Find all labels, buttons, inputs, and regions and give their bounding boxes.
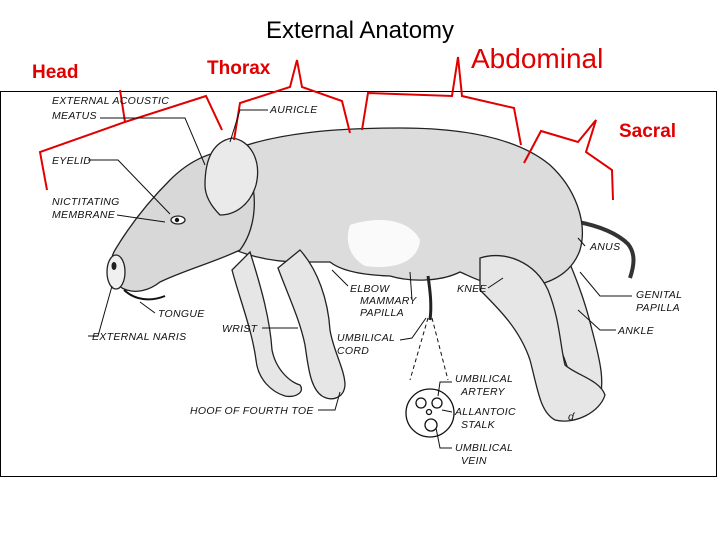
leader-eyelid bbox=[88, 159, 171, 215]
illustrator-signature: ɗ bbox=[568, 411, 576, 423]
leader-elbow bbox=[331, 269, 349, 287]
pig-tail bbox=[577, 220, 636, 279]
leader-tongue bbox=[139, 301, 156, 314]
leader-nictitating bbox=[116, 214, 166, 223]
umbilical-vein bbox=[424, 418, 438, 432]
label-eyelid: EYELID bbox=[52, 155, 91, 167]
label-umb-vein-1: UMBILICAL bbox=[455, 442, 513, 454]
label-umb-artery-2: ARTERY bbox=[460, 386, 506, 398]
leader-dash-right bbox=[431, 317, 449, 381]
pig-illustration bbox=[106, 127, 636, 422]
region-label-thorax: Thorax bbox=[207, 58, 271, 79]
label-ext-acoustic-1: EXTERNAL ACOUSTIC bbox=[52, 95, 169, 107]
leader-genital bbox=[579, 271, 632, 297]
thorax-bracket bbox=[233, 59, 351, 141]
leader-umb-vein bbox=[435, 427, 452, 449]
label-ext-acoustic-2: MEATUS bbox=[52, 110, 97, 122]
label-knee: KNEE bbox=[457, 283, 487, 295]
label-allantoic-1: ALLANTOIC bbox=[454, 406, 516, 418]
region-brackets bbox=[38, 56, 614, 201]
label-external-naris: EXTERNAL NARIS bbox=[92, 331, 186, 343]
pig-ear bbox=[204, 137, 259, 216]
allantoic-stalk bbox=[425, 408, 433, 416]
region-label-abdominal: Abdominal bbox=[471, 43, 604, 74]
umbilical-cross-section bbox=[405, 388, 455, 438]
leader-ext-acoustic bbox=[100, 117, 206, 166]
umbilical-artery-left bbox=[415, 397, 427, 409]
label-auricle: AURICLE bbox=[269, 104, 318, 116]
label-umb-artery-1: UMBILICAL bbox=[455, 373, 513, 385]
label-tongue: TONGUE bbox=[158, 308, 205, 320]
leader-hoof bbox=[318, 391, 341, 411]
leader-mammary bbox=[409, 271, 413, 301]
region-label-sacral: Sacral bbox=[619, 121, 677, 142]
label-genital-1: GENITAL bbox=[636, 289, 682, 301]
leader-umb-artery bbox=[437, 381, 452, 397]
leader-anus bbox=[577, 237, 586, 247]
leader-dash-left bbox=[409, 317, 429, 381]
pig-hind-leg-near bbox=[479, 254, 606, 422]
umbilical-artery-right bbox=[431, 397, 443, 409]
cross-section-outline bbox=[405, 388, 455, 438]
pig-front-leg-near bbox=[277, 249, 346, 400]
slide-title: External Anatomy bbox=[265, 17, 455, 44]
abdominal-bracket bbox=[361, 56, 522, 146]
leader-ankle bbox=[577, 309, 616, 331]
label-mammary-1: MAMMARY bbox=[360, 295, 417, 307]
sacral-bracket bbox=[523, 119, 614, 201]
label-genital-2: PAPILLA bbox=[636, 302, 680, 314]
label-mammary-2: PAPILLA bbox=[360, 307, 404, 319]
leader-allantoic bbox=[441, 409, 453, 413]
label-elbow: ELBOW bbox=[350, 283, 390, 295]
anatomy-labels: EXTERNAL ACOUSTIC MEATUS AURICLE EYELID … bbox=[52, 95, 682, 467]
label-umbilical-cord-1: UMBILICAL bbox=[337, 332, 395, 344]
pig-mouth bbox=[123, 289, 166, 301]
region-label-head: Head bbox=[32, 62, 79, 83]
label-allantoic-2: STALK bbox=[461, 419, 496, 431]
pig-nostril bbox=[111, 262, 117, 270]
figure-frame bbox=[0, 91, 717, 477]
umbilical-cord-stub bbox=[426, 275, 433, 321]
leader-umbilical-cord bbox=[399, 317, 427, 341]
label-hoof: HOOF OF FOURTH TOE bbox=[190, 405, 314, 417]
pig-belly-patch bbox=[347, 220, 420, 267]
label-anus: ANUS bbox=[589, 241, 620, 253]
leader-lines bbox=[88, 109, 632, 449]
leader-auricle bbox=[229, 109, 268, 143]
head-bracket bbox=[38, 89, 223, 191]
pig-snout bbox=[106, 254, 126, 290]
label-ankle: ANKLE bbox=[617, 325, 655, 337]
label-nictitating-2: MEMBRANE bbox=[52, 209, 116, 221]
label-umb-vein-2: VEIN bbox=[461, 455, 487, 467]
label-wrist: WRIST bbox=[222, 323, 259, 335]
label-nictitating-1: NICTITATING bbox=[52, 196, 120, 208]
leader-knee bbox=[487, 277, 504, 289]
leader-external-naris bbox=[88, 285, 113, 337]
label-umbilical-cord-2: CORD bbox=[337, 345, 369, 357]
